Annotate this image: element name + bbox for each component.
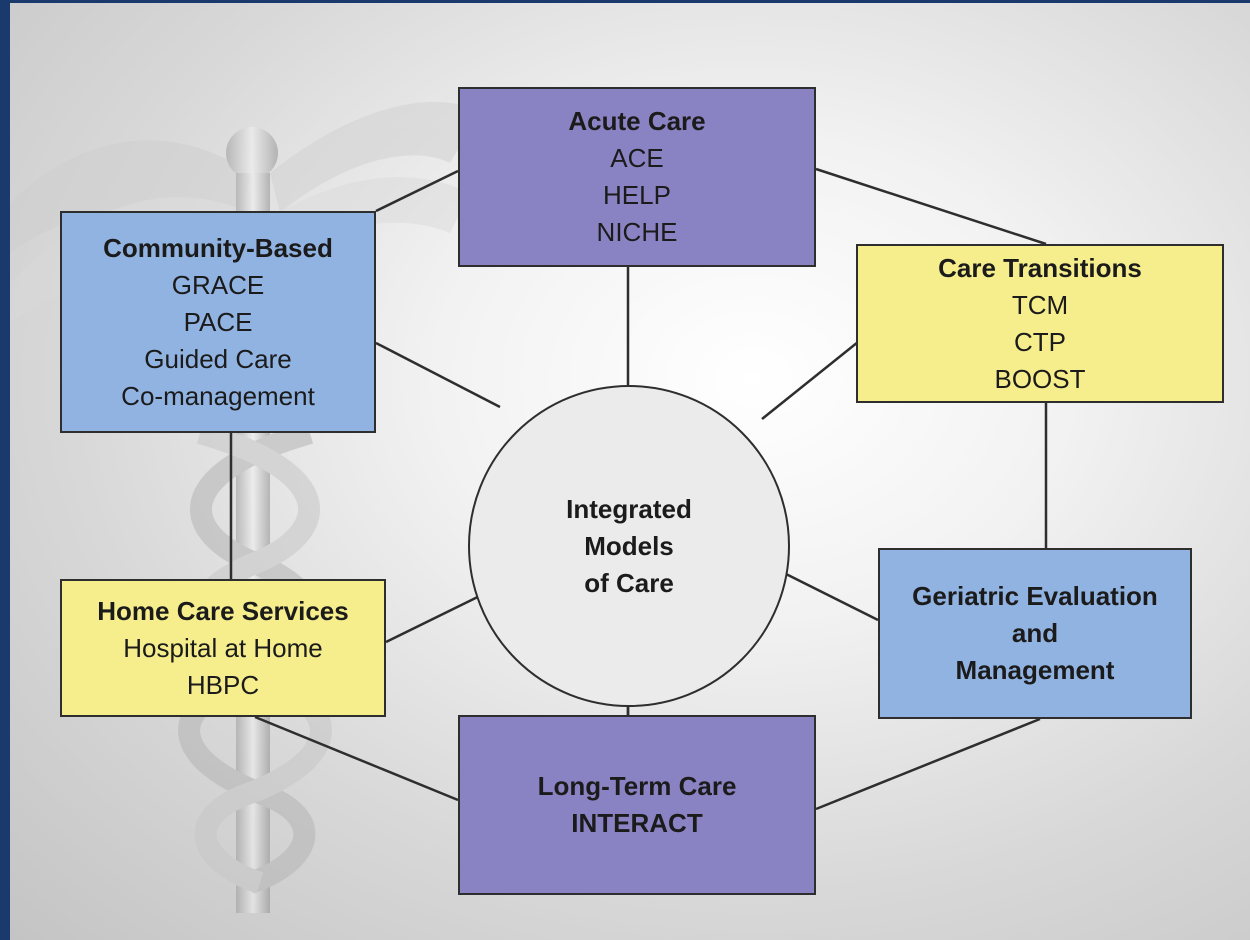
node-title: Management — [955, 655, 1115, 685]
node-item: ACE — [610, 143, 664, 173]
center-circle-integrated-models: Integrated Models of Care — [468, 385, 790, 707]
node-geriatric-evaluation: Geriatric Evaluation and Management — [878, 548, 1192, 719]
node-acute-care: Acute Care ACE HELP NICHE — [458, 87, 816, 267]
node-item: HBPC — [186, 669, 260, 700]
node-title: Geriatric Evaluation — [912, 581, 1158, 611]
node-item: Co-management — [121, 380, 315, 411]
node-title: Community-Based — [103, 232, 333, 263]
spoke-community — [375, 341, 501, 409]
center-label-line: Models — [584, 530, 674, 561]
center-label-line: Integrated — [566, 493, 692, 524]
node-title: Acute Care — [568, 106, 706, 136]
node-community-based: Community-Based GRACE PACE Guided Care C… — [60, 211, 376, 433]
node-item: PACE — [183, 306, 253, 337]
node-item: HELP — [603, 180, 671, 210]
edge-acute-transitions — [815, 167, 1047, 246]
node-item: Hospital at Home — [123, 632, 323, 663]
node-home-care-services: Home Care Services Hospital at Home HBPC — [60, 579, 386, 717]
node-care-transitions: Care Transitions TCM CTP BOOST — [856, 244, 1224, 403]
node-title: Care Transitions — [938, 252, 1142, 283]
node-title: INTERACT — [571, 808, 703, 838]
node-title: Long-Term Care — [537, 771, 737, 801]
center-label-line: of Care — [584, 567, 674, 598]
node-item: CTP — [1014, 326, 1066, 357]
node-item: BOOST — [994, 363, 1086, 394]
edge-home-longterm — [254, 715, 459, 802]
edge-acute-community — [375, 169, 459, 213]
node-item: GRACE — [171, 269, 265, 300]
node-title: Home Care Services — [97, 595, 349, 626]
node-item: NICHE — [596, 217, 678, 247]
node-item: Guided Care — [144, 343, 292, 374]
node-title: and — [1011, 618, 1059, 648]
spoke-transitions — [761, 341, 859, 420]
diagram-canvas: Acute Care ACE HELP NICHE Community-Base… — [10, 3, 1250, 940]
edge-longterm-geriatric — [815, 717, 1041, 811]
node-long-term-care: Long-Term Care INTERACT — [458, 715, 816, 895]
spoke-geriatric — [771, 565, 879, 622]
node-item: TCM — [1011, 289, 1069, 320]
